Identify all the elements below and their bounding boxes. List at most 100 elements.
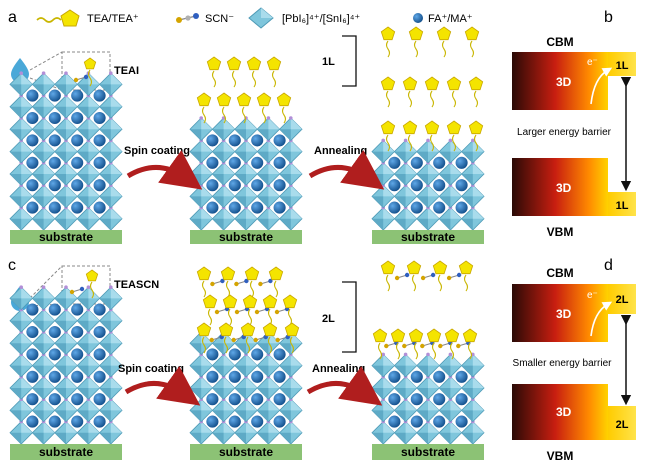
octahedron	[99, 93, 123, 119]
octahedron	[416, 138, 440, 164]
tea-molecule	[402, 120, 418, 152]
valence-band-1l	[608, 192, 636, 216]
octahedron	[76, 330, 101, 355]
octahedron	[31, 138, 56, 164]
cation	[26, 111, 39, 125]
cation	[206, 201, 219, 214]
cation	[251, 415, 264, 428]
cation	[433, 179, 446, 192]
tea-molecule	[196, 92, 212, 124]
band-2l-label-top: 2L	[616, 294, 629, 306]
tea-molecule	[282, 294, 298, 326]
cation	[93, 393, 106, 406]
octahedron	[234, 183, 258, 209]
layer-label-c: 2L	[322, 313, 335, 325]
octahedron	[393, 375, 418, 400]
barrier-label: Larger energy barrier	[517, 127, 612, 138]
octahedron	[189, 183, 213, 209]
tea-molecule	[424, 76, 440, 108]
octahedron	[371, 183, 395, 209]
legend: TEA/TEA⁺ SCN⁻ [PbI₆]⁴⁺/[SnI₆]⁴⁺ FA⁺/MA⁺	[36, 7, 473, 29]
octahedron	[234, 138, 258, 164]
octahedron	[9, 138, 33, 164]
cation	[93, 134, 106, 147]
cation	[93, 415, 106, 428]
cation	[48, 156, 61, 169]
octahedron	[54, 116, 78, 141]
octahedron	[189, 116, 213, 141]
octahedron	[31, 307, 56, 333]
cation	[433, 156, 446, 169]
tea-molecule	[220, 266, 236, 298]
octahedron	[461, 397, 485, 423]
octahedron	[416, 183, 440, 209]
cation	[206, 415, 219, 428]
scn-ion	[69, 286, 85, 295]
electron-label: e⁻	[587, 57, 598, 68]
cation	[251, 134, 264, 147]
octahedron	[416, 161, 440, 186]
substrate-c1	[10, 444, 122, 460]
scn-ion	[420, 272, 436, 281]
barrier-label: Smaller energy barrier	[513, 358, 613, 369]
tea-molecule	[436, 26, 452, 58]
cation	[26, 393, 39, 406]
cation	[251, 393, 264, 406]
octahedron	[99, 397, 123, 423]
anneal-arrow-c	[306, 366, 383, 406]
tea-molecule	[406, 260, 422, 292]
cation	[206, 348, 219, 361]
cation	[71, 325, 84, 339]
tea-molecule	[226, 56, 242, 88]
cation	[251, 156, 264, 169]
octahedron	[461, 138, 485, 164]
octahedron	[234, 116, 258, 141]
band-3d-label-top: 3D	[556, 307, 572, 321]
cation	[48, 303, 61, 316]
scn-ion	[73, 74, 89, 83]
cation	[388, 370, 401, 383]
tea-molecule	[276, 92, 292, 124]
band-3d-label-bottom: 3D	[556, 181, 572, 195]
panel-c-letter: c	[8, 257, 16, 274]
cation	[251, 348, 264, 361]
legend-octahedron-label: [PbI₆]⁴⁺/[SnI₆]⁴⁺	[282, 13, 360, 25]
octahedron	[99, 352, 123, 378]
tea-molecule	[402, 76, 418, 108]
tea-molecule	[380, 26, 396, 58]
cation	[273, 370, 286, 383]
octahedron	[99, 205, 123, 231]
conduction-band-2l	[608, 284, 636, 314]
cation	[93, 201, 106, 214]
octahedron	[31, 116, 56, 141]
perovskite-stack-annealed	[371, 138, 485, 231]
octahedron	[279, 183, 303, 209]
panel-b-letter: b	[604, 9, 613, 26]
octahedron	[211, 205, 236, 231]
substrate-a1	[10, 230, 122, 244]
cation	[455, 370, 468, 383]
cation	[26, 89, 39, 102]
cation	[206, 156, 219, 169]
anneal-arrow-a	[308, 150, 385, 190]
tea-molecule	[218, 322, 234, 354]
octahedron	[99, 307, 123, 333]
octahedron	[393, 419, 418, 445]
tea-molecule	[380, 120, 396, 152]
scn-ion	[446, 272, 462, 281]
octahedron	[9, 285, 33, 311]
annealing-label-c: Annealing	[312, 363, 365, 375]
octahedron	[461, 352, 485, 378]
octahedron	[393, 161, 418, 186]
tea-molecule	[83, 57, 97, 87]
spin-coating-label-c: Spin coating	[118, 363, 184, 375]
valence-band-3d	[512, 158, 608, 216]
panel-b: CBM 3D 1L e⁻ Larger energy barrier 3D 1L…	[512, 35, 636, 239]
cation	[410, 156, 423, 169]
substrate-label-a1: substrate	[39, 230, 93, 244]
cation	[388, 156, 401, 169]
cation	[273, 415, 286, 428]
cation	[71, 393, 84, 406]
legend-cation-label: FA⁺/MA⁺	[428, 13, 473, 25]
band-3d-label-bottom: 3D	[556, 405, 572, 419]
